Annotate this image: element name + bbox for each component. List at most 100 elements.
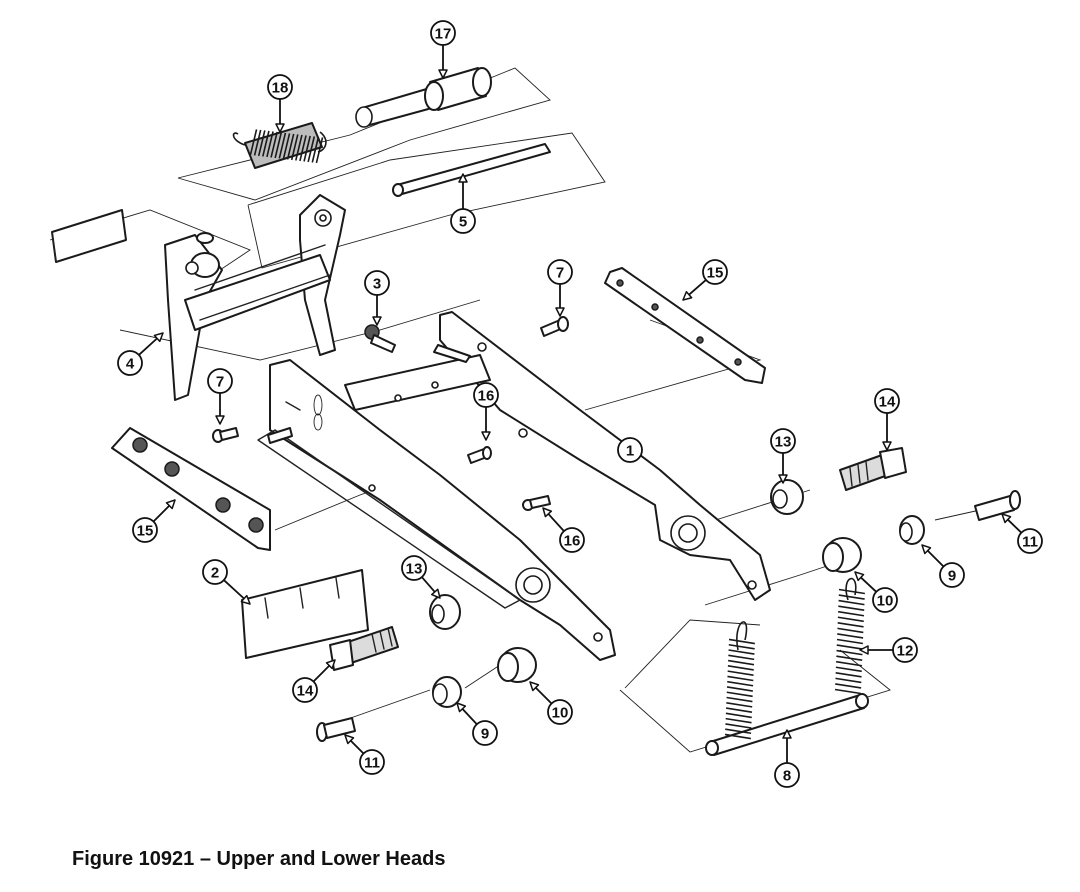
- callout-c13a: 13: [770, 428, 796, 484]
- callout-number: 13: [406, 561, 423, 578]
- callout-arrowhead: [854, 571, 865, 582]
- callout-number: 4: [126, 356, 135, 373]
- callout-circle: [559, 527, 585, 553]
- callout-c2: 2: [202, 559, 251, 605]
- callout-leader: [152, 505, 170, 523]
- plate-15-lower: [111, 427, 271, 551]
- callout-leader: [138, 337, 158, 356]
- callout-number: 13: [775, 434, 792, 451]
- callout-leader: [461, 708, 478, 725]
- rod-5: [392, 143, 551, 197]
- callout-c11a: 11: [1001, 513, 1043, 554]
- callout-circle: [872, 587, 898, 613]
- callout-number: 12: [897, 643, 914, 660]
- callout-number: 11: [1022, 534, 1038, 551]
- callout-circle: [939, 562, 965, 588]
- callout-circle: [1017, 528, 1043, 554]
- callout-arrowhead: [344, 734, 355, 745]
- callout-arrowhead: [921, 544, 932, 555]
- screw-7-upper: [540, 316, 569, 337]
- callout-c14a: 14: [874, 388, 900, 451]
- callout-arrowhead: [165, 499, 176, 510]
- bushing-13-right: [770, 479, 804, 515]
- callout-circle: [267, 74, 293, 100]
- callout-c4: 4: [117, 332, 164, 376]
- screw-7-left: [212, 427, 239, 443]
- bolt-14-right: [839, 447, 907, 491]
- side-plate: [257, 359, 616, 661]
- figure-caption: Figure 10921 – Upper and Lower Heads: [72, 848, 446, 870]
- callout-number: 18: [272, 80, 289, 97]
- callout-circle: [364, 270, 390, 296]
- callout-arrowhead: [859, 645, 869, 655]
- callout-c10b: 10: [529, 681, 573, 725]
- callout-number: 16: [478, 388, 495, 405]
- callout-leader: [927, 550, 945, 568]
- shaft-8: [705, 693, 869, 756]
- screw-16-upper: [467, 446, 492, 464]
- callout-c15b: 15: [132, 499, 176, 543]
- fitting-3: [364, 324, 396, 353]
- callout-circle: [770, 428, 796, 454]
- callout-arrowhead: [555, 307, 565, 317]
- callout-circle: [874, 388, 900, 414]
- callout-number: 11: [364, 755, 380, 772]
- pin-11-left: [316, 717, 356, 742]
- crossbar: [344, 344, 491, 411]
- callout-number: 9: [481, 726, 489, 743]
- arm-1: [439, 311, 771, 601]
- callout-number: 9: [948, 568, 956, 585]
- callout-arrowhead: [215, 415, 225, 425]
- callout-number: 5: [459, 214, 467, 231]
- callout-circle: [472, 720, 498, 746]
- bracket-4: [164, 194, 346, 401]
- callout-number: 14: [879, 394, 896, 411]
- callout-c9b: 9: [456, 702, 498, 746]
- callout-c16b: 16: [542, 507, 585, 553]
- callout-leader: [223, 579, 245, 600]
- callout-arrowhead: [481, 431, 491, 441]
- callout-leader: [312, 665, 330, 683]
- callout-arrowhead: [882, 441, 892, 451]
- callout-number: 16: [564, 533, 581, 550]
- pin-11-right: [974, 490, 1021, 521]
- plate-15-upper: [604, 267, 766, 384]
- callout-circle: [473, 382, 499, 408]
- callout-circle: [132, 517, 158, 543]
- callout-arrowhead: [529, 681, 540, 692]
- callout-arrowhead: [430, 588, 441, 599]
- callout-leader: [547, 513, 565, 532]
- callout-leader: [535, 687, 553, 705]
- callout-circle: [702, 259, 728, 285]
- callout-leader: [860, 576, 877, 593]
- callout-circle: [547, 259, 573, 285]
- bolt-14-left: [329, 626, 399, 671]
- callout-c8: 8: [774, 729, 800, 788]
- callout-c5: 5: [450, 173, 476, 234]
- callout-number: 15: [137, 523, 154, 540]
- callout-number: 17: [435, 26, 452, 43]
- bushing-10-right: [822, 537, 862, 573]
- callout-arrowhead: [778, 474, 788, 484]
- callout-c15a: 15: [682, 259, 728, 301]
- callout-arrowhead: [1001, 513, 1012, 524]
- callout-number: 8: [783, 768, 791, 785]
- callout-number: 15: [707, 265, 724, 282]
- callout-c9a: 9: [921, 544, 965, 588]
- callout-circle: [207, 368, 233, 394]
- shaft-17: [355, 67, 492, 128]
- callout-arrowhead: [458, 173, 468, 183]
- callout-number: 1: [626, 443, 634, 460]
- spring-12: [724, 577, 865, 740]
- callout-arrowhead: [456, 702, 467, 713]
- bushing-13-left: [429, 594, 461, 630]
- callout-number: 3: [373, 276, 381, 293]
- callout-number: 7: [556, 265, 564, 282]
- callout-c7a: 7: [547, 259, 573, 317]
- callout-number: 10: [877, 593, 894, 610]
- callout-number: 10: [552, 705, 569, 722]
- callout-circle: [450, 208, 476, 234]
- callout-circle: [117, 350, 143, 376]
- callout-circle: [292, 677, 318, 703]
